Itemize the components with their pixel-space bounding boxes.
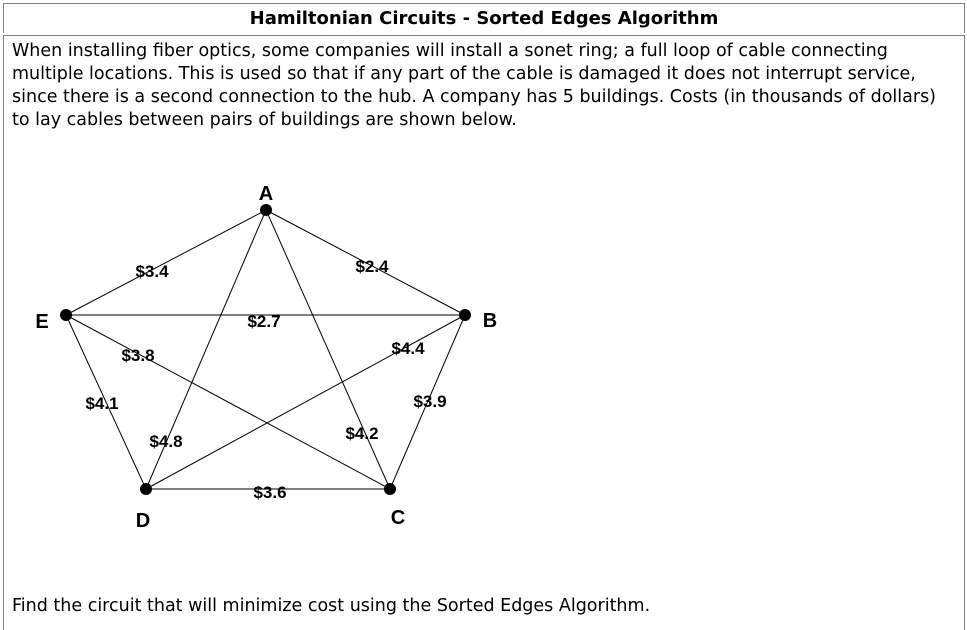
vertex-b [459,309,471,321]
problem-question: Find the circuit that will minimize cost… [12,596,651,616]
edge-weight-e-c: $3.8 [121,346,154,365]
vertex-label-b: B [483,310,497,332]
edge-a-c [265,209,391,490]
graph-edges [65,209,466,490]
edge-a-d [145,209,267,490]
edge-e-d [65,314,147,490]
edge-b-c [389,314,466,490]
problem-body: When installing fiber optics, some compa… [3,35,965,630]
vertex-label-a: A [259,183,273,205]
vertex-c [384,483,396,495]
title-row: Hamiltonian Circuits - Sorted Edges Algo… [3,3,965,33]
edge-weight-d-c: $3.6 [253,483,286,502]
edge-weight-b-d: $4.4 [391,339,425,358]
edge-weight-a-b: $2.4 [355,257,389,276]
edge-a-e [65,209,267,316]
vertex-e [60,309,72,321]
page-title: Hamiltonian Circuits - Sorted Edges Algo… [249,8,719,29]
edge-e-c [65,314,391,490]
graph-vertex-labels: A B C D E [35,183,497,532]
edge-weight-a-d: $4.8 [149,432,182,451]
edge-a-b [265,209,466,316]
graph-vertices [60,204,471,495]
edge-b-d [145,314,466,490]
vertex-label-d: D [136,510,150,532]
problem-intro: When installing fiber optics, some compa… [12,41,937,130]
vertex-label-c: C [391,507,405,529]
edge-weight-e-b: $2.7 [247,312,280,331]
edge-weight-a-c: $4.2 [345,424,378,443]
vertex-a [260,204,272,216]
edge-weight-b-c: $3.9 [413,392,446,411]
vertex-label-e: E [35,311,48,333]
vertex-d [140,483,152,495]
edge-weight-e-d: $4.1 [85,394,118,413]
graph-edge-labels: $2.4 $2.7 $3.4 $3.6 $3.8 $3.9 $4.1 $4.2 $4.4 $4.8 [85,257,446,502]
edge-weight-a-e: $3.4 [135,262,169,281]
